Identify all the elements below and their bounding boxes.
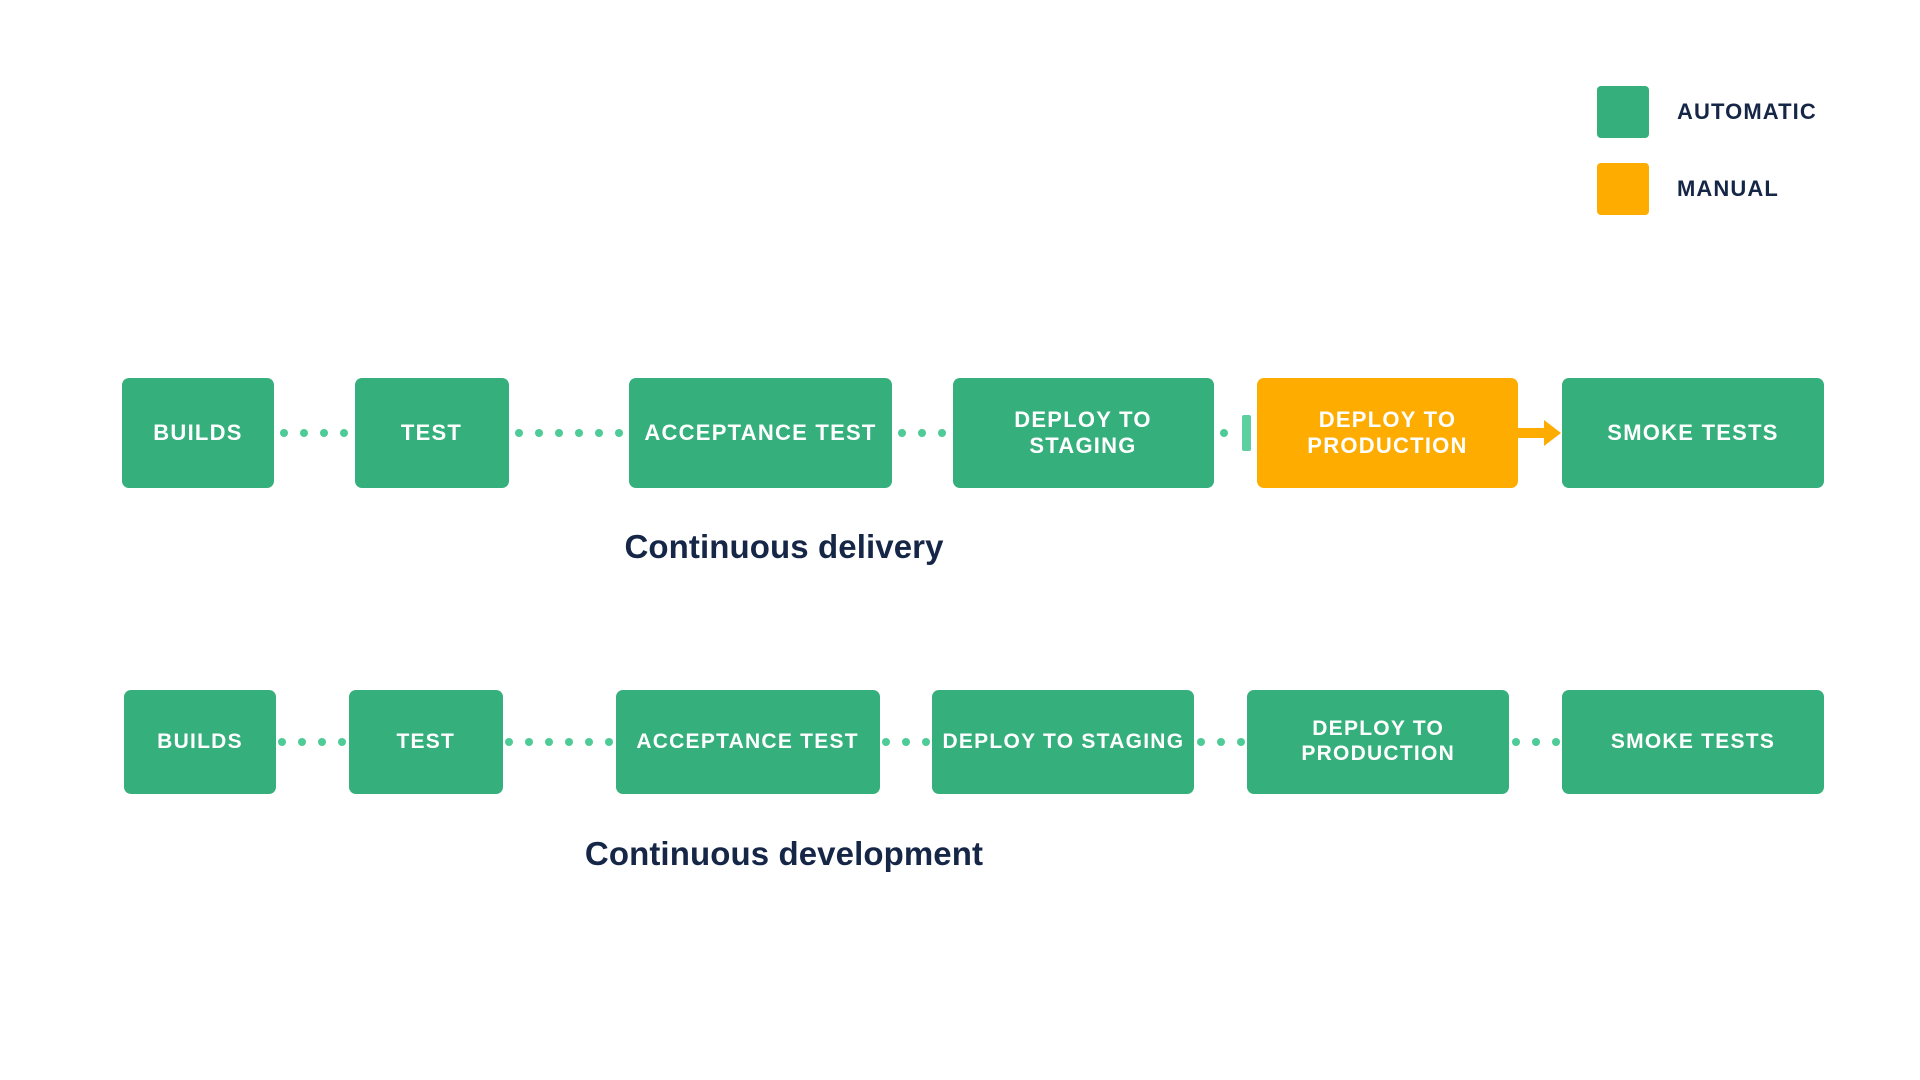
- caption-continuous-delivery-text: Continuous delivery: [624, 528, 944, 565]
- connector-dot: [545, 738, 554, 746]
- arrow-right-icon: [1518, 420, 1561, 446]
- connector-dot: [574, 429, 583, 437]
- connector-dot: [298, 738, 307, 746]
- connector-dot: [300, 429, 309, 437]
- pipeline-node-smoke-tests[interactable]: SMOKE TESTS: [1562, 378, 1824, 488]
- connector-builds-test-2: [276, 690, 349, 794]
- connector-dot: [585, 738, 594, 746]
- pipeline-node-test-2[interactable]: TEST: [348, 690, 503, 794]
- caption-continuous-development-text: Continuous development: [584, 835, 984, 872]
- connector-dot: [505, 738, 514, 746]
- connector-dot: [318, 738, 327, 746]
- connector-dot: [1511, 738, 1520, 746]
- connector-dot: [614, 429, 623, 437]
- connector-dot: [554, 429, 563, 437]
- connector-dot: [901, 738, 910, 746]
- pipeline-node-deploy-to-staging[interactable]: DEPLOY TO STAGING: [952, 378, 1214, 488]
- pipeline-node-smoke-tests-2[interactable]: SMOKE TESTS: [1561, 690, 1824, 794]
- connector-builds-test: [274, 378, 355, 488]
- connector-production-smoke-2: [1509, 690, 1562, 794]
- connector-dot: [1236, 738, 1245, 746]
- legend-swatch-manual: [1597, 163, 1649, 215]
- connector-test-acceptance-2: [503, 690, 616, 794]
- connector-acceptance-staging-2: [880, 690, 933, 794]
- connector-dot: [881, 738, 890, 746]
- connector-dot: [594, 429, 603, 437]
- pipeline-node-test[interactable]: TEST: [354, 378, 509, 488]
- connector-dot: [320, 429, 329, 437]
- connector-dot: [514, 429, 523, 437]
- connector-dot: [278, 738, 287, 746]
- pipeline-node-builds[interactable]: BUILDS: [122, 378, 274, 488]
- legend-item-automatic: AUTOMATIC: [1597, 86, 1817, 138]
- pipeline-row-continuous-development: BUILDS TEST ACCEPTANCE TEST DEPLOY TO ST…: [0, 690, 1920, 794]
- legend-swatch-automatic: [1597, 86, 1649, 138]
- pipeline-node-deploy-to-production[interactable]: DEPLOY TO PRODUCTION: [1257, 378, 1518, 488]
- pipeline-node-deploy-to-staging-2[interactable]: DEPLOY TO STAGING: [932, 690, 1195, 794]
- caption-continuous-delivery: Continuous delivery: [0, 528, 1920, 566]
- connector-dot: [1219, 429, 1228, 437]
- pipeline-row-continuous-delivery: BUILDS TEST ACCEPTANCE TEST DEPLOY TO ST…: [0, 378, 1920, 488]
- pipeline-node-acceptance-test-2[interactable]: ACCEPTANCE TEST: [615, 690, 880, 794]
- connector-dot: [1216, 738, 1225, 746]
- connector-dot: [918, 429, 927, 437]
- pipeline-node-builds-2[interactable]: BUILDS: [124, 690, 276, 794]
- pipeline-node-acceptance-test[interactable]: ACCEPTANCE TEST: [629, 378, 892, 488]
- connector-acceptance-staging: [892, 378, 953, 488]
- connector-test-acceptance: [509, 378, 630, 488]
- connector-dot: [280, 429, 289, 437]
- connector-dot: [1551, 738, 1560, 746]
- connector-dot: [1196, 738, 1205, 746]
- connector-dot: [338, 738, 347, 746]
- pipeline-node-deploy-to-production-2[interactable]: DEPLOY TO PRODUCTION: [1247, 690, 1510, 794]
- connector-staging-production-gate: [1214, 378, 1258, 488]
- connector-dot: [921, 738, 930, 746]
- connector-dot: [565, 738, 574, 746]
- connector-dot: [525, 738, 534, 746]
- connector-staging-production-2: [1194, 690, 1247, 794]
- connector-dot: [1531, 738, 1540, 746]
- connector-dot: [340, 429, 349, 437]
- legend-item-manual: MANUAL: [1597, 163, 1817, 215]
- connector-production-smoke-arrow: [1518, 378, 1562, 488]
- manual-gate-icon: [1241, 415, 1251, 451]
- legend-label-automatic: AUTOMATIC: [1677, 99, 1817, 124]
- legend-label-manual: MANUAL: [1677, 176, 1779, 201]
- legend: AUTOMATIC MANUAL: [1597, 86, 1817, 215]
- connector-dot: [605, 738, 614, 746]
- caption-continuous-development: Continuous development: [0, 835, 1920, 873]
- connector-dot: [898, 429, 907, 437]
- connector-dot: [534, 429, 543, 437]
- connector-dot: [938, 429, 947, 437]
